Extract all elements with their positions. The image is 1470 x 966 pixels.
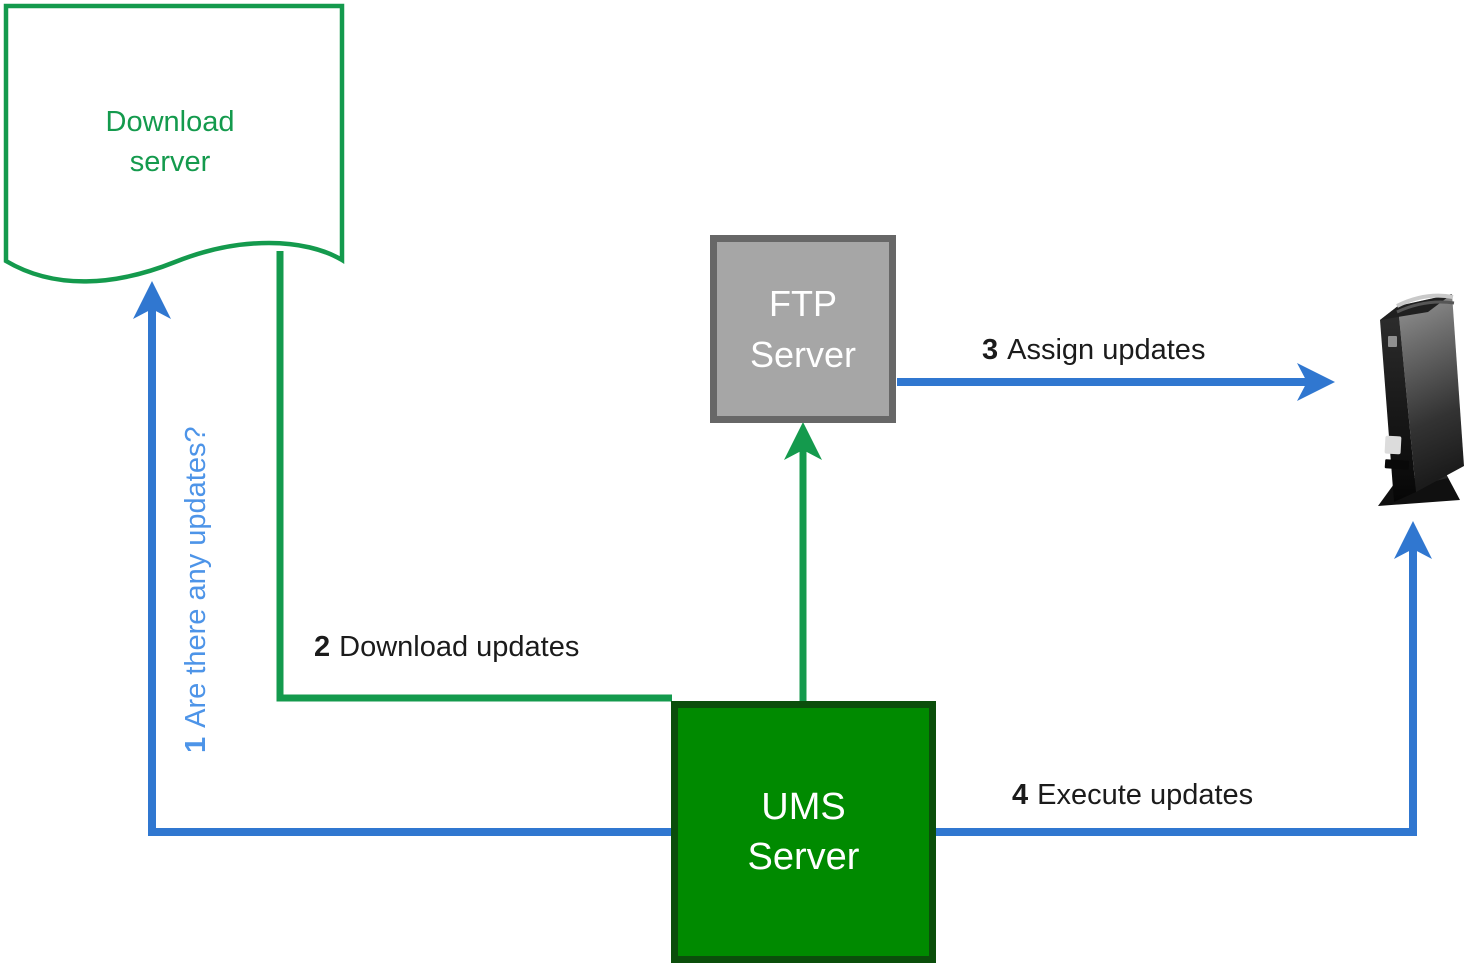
step-4-number: 4 <box>1012 779 1029 811</box>
step-3-text: Assign updates <box>1007 334 1206 366</box>
ftp-server-label: FTP Server <box>749 282 857 375</box>
step-1-number: 1 <box>180 736 212 753</box>
ums-server-label: UMS Server <box>747 785 860 878</box>
blue-arrowhead-to-client-icon <box>1394 521 1432 559</box>
download-server-label: Download server <box>105 106 235 179</box>
step-4-text: Execute updates <box>1037 779 1254 811</box>
step-1-label: 1 Are there any updates? <box>180 373 213 753</box>
step-3-number: 3 <box>982 334 999 366</box>
ums-server-box: UMS Server <box>671 701 936 963</box>
ftp-server-box: FTP Server <box>710 235 896 423</box>
step-1-text: Are there any updates? <box>180 426 212 728</box>
blue-arrowhead-right-icon <box>1297 363 1335 401</box>
green-connector-step2 <box>276 251 672 702</box>
blue-arrowhead-to-download-icon <box>133 281 171 319</box>
green-arrowhead-up-icon <box>784 422 822 460</box>
device-label <box>1384 435 1402 455</box>
device-front-panel <box>1380 306 1416 502</box>
step-2-text: Download updates <box>339 631 580 663</box>
device-top <box>1380 294 1452 320</box>
step-2-number: 2 <box>314 631 331 663</box>
thin-client-device-icon <box>1378 293 1464 506</box>
document-shape <box>3 3 345 284</box>
device-side-panel <box>1398 294 1464 492</box>
device-logo <box>1388 336 1397 347</box>
